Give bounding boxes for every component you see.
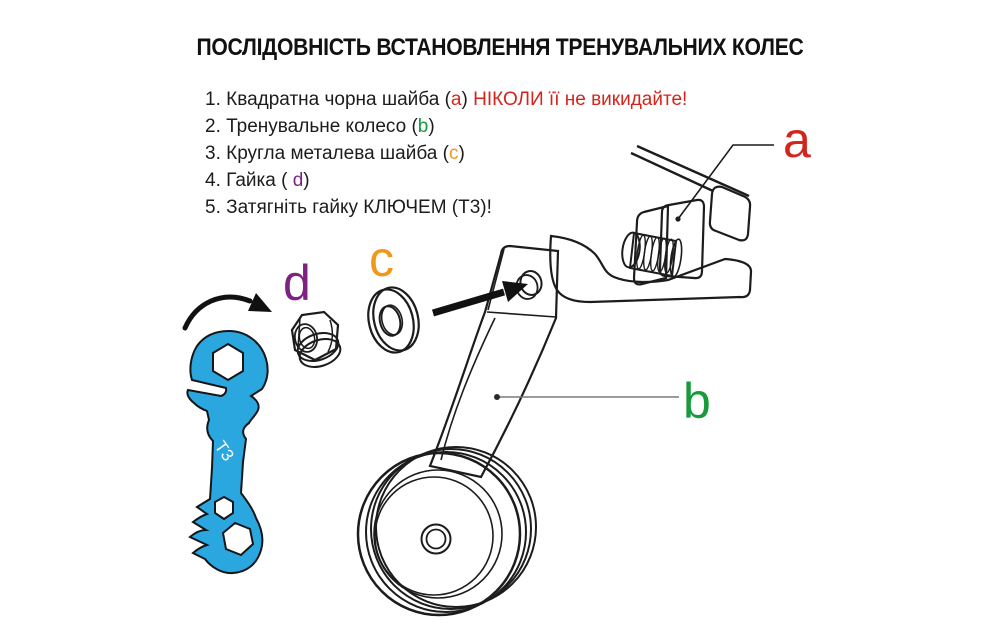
step-text: 5. Затягніть гайку КЛЮЧЕМ (Т3)!: [205, 197, 492, 218]
label-leader-a: [675, 144, 774, 222]
step-text: 2. Тренувальне колесо (: [205, 116, 418, 137]
square-washer-drawing: [632, 198, 706, 286]
instruction-step-3: 3. Кругла металева шайба (c): [205, 140, 687, 167]
nut-drawing: [290, 310, 342, 368]
step-text: ): [428, 116, 435, 137]
instruction-step-2: 2. Тренувальне колесо (b): [205, 113, 687, 140]
round-washer-drawing: [367, 286, 420, 354]
part-label-c: c: [369, 231, 394, 287]
part-label-d: d: [283, 255, 311, 311]
step-text: 1. Квадратна чорна шайба (: [205, 89, 451, 110]
step-ref-d: d: [292, 170, 304, 191]
part-label-b: b: [683, 373, 711, 429]
instruction-step-5: 5. Затягніть гайку КЛЮЧЕМ (Т3)!: [205, 194, 687, 221]
wrench-drawing: Т3: [186, 329, 269, 575]
step-text: 3. Кругла металева шайба (: [205, 143, 449, 164]
step-ref-a: a: [450, 89, 462, 110]
frame-dropout-drawing: [549, 144, 753, 304]
step-text: ): [461, 89, 474, 110]
label-leader-b: [494, 394, 679, 400]
step-text: 4. Гайка (: [205, 170, 293, 191]
instruction-steps: 1. Квадратна чорна шайба (a) НІКОЛИ її н…: [205, 86, 687, 221]
bracket-arm-drawing: [428, 244, 560, 479]
insert-arrow-icon: [432, 281, 528, 317]
step-ref-b: b: [417, 116, 429, 137]
instruction-step-4: 4. Гайка ( d): [205, 167, 687, 194]
training-wheel-drawing: [356, 446, 537, 617]
step-ref-c: c: [448, 143, 459, 164]
page-title: ПОСЛІДОВНІСТЬ ВСТАНОВЛЕННЯ ТРЕНУВАЛЬНИХ …: [196, 34, 804, 61]
step-warning: НІКОЛИ її не викидайте!: [473, 89, 688, 110]
step-text: ): [303, 170, 310, 191]
instruction-step-1: 1. Квадратна чорна шайба (a) НІКОЛИ її н…: [205, 86, 687, 113]
rotation-arrow-icon: [182, 293, 272, 331]
step-text: ): [458, 143, 465, 164]
bolt-drawing: [621, 231, 683, 278]
part-label-a: a: [783, 112, 811, 168]
